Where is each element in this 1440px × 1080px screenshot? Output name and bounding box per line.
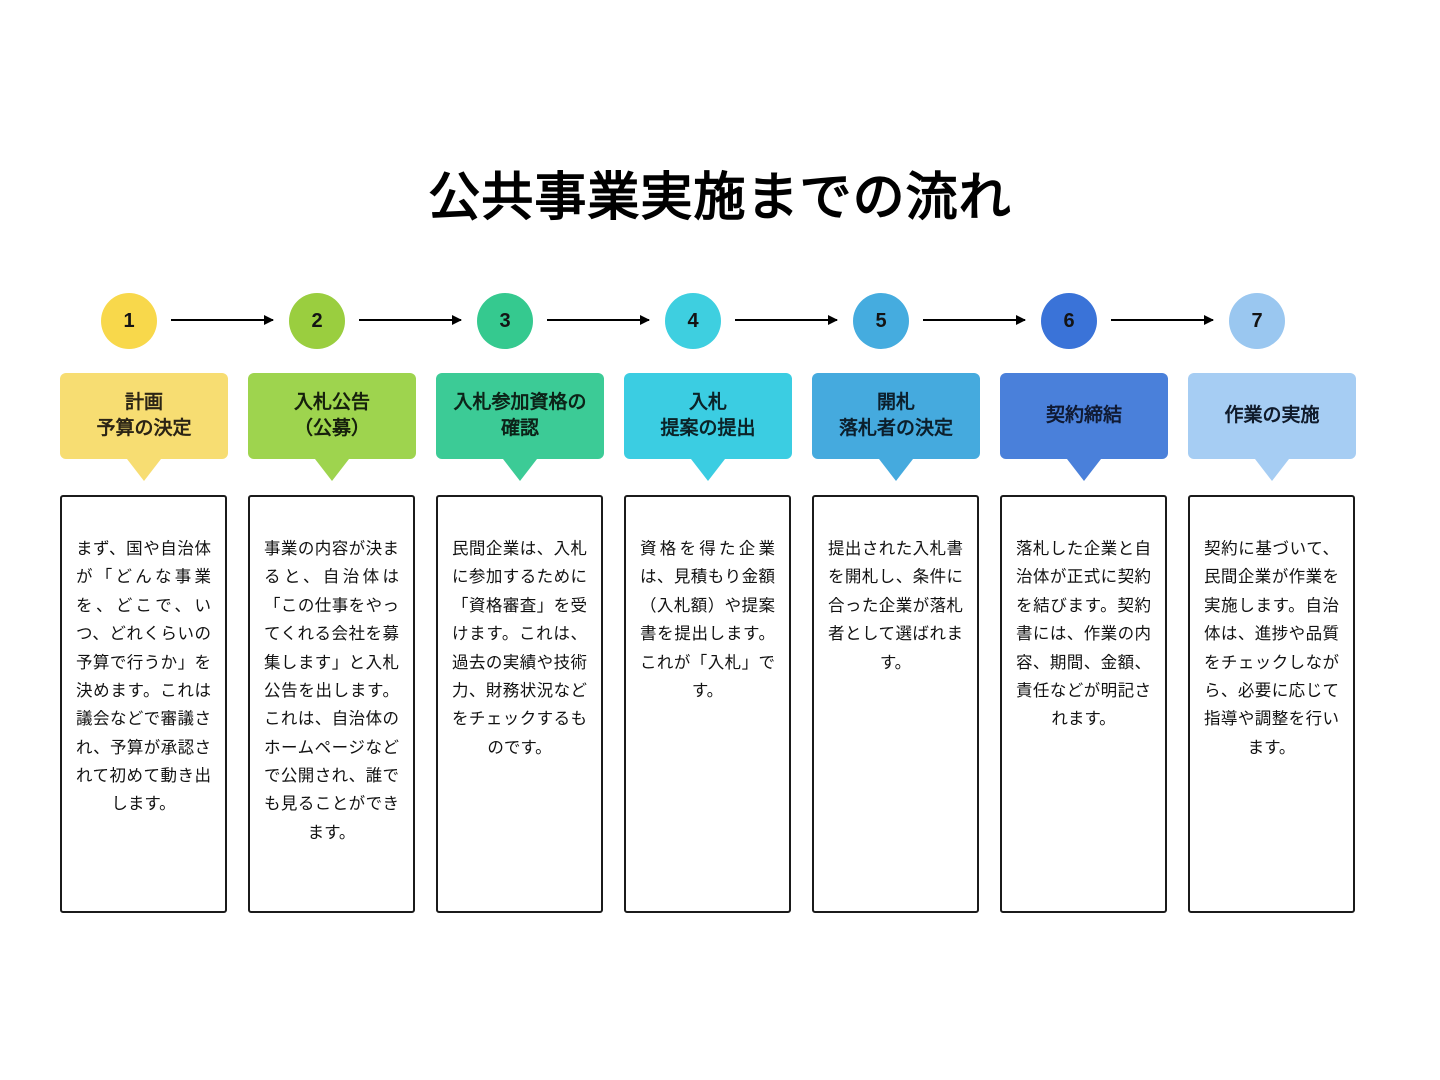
process-flow-diagram: 1 計画予算の決定まず、国や自治体が「どんな事業を、どこで、いつ、どれくらいの予算…	[60, 290, 1380, 930]
banner-label-line: 予算の決定	[96, 418, 192, 439]
banner-label-line: 開札	[876, 392, 915, 414]
step-description-box-6: 落札した企業と自治体が正式に契約を結びます。契約書には、作業の内容、期間、金額、…	[1000, 495, 1167, 913]
step-circle-wrapper: 4	[624, 290, 812, 352]
step-description-box-2: 事業の内容が決まると、自治体は「この仕事をやってくれる会社を募集します」と入札公…	[248, 495, 415, 913]
step-circle-wrapper: 6	[1000, 290, 1188, 352]
step-banner-7[interactable]: 作業の実施	[1188, 373, 1356, 481]
step-banner-label: 入札公告 （公募）	[294, 390, 370, 441]
step-banner-label: 入札参加資格の確認	[453, 390, 586, 441]
step-number-circle[interactable]: 6	[1041, 293, 1097, 349]
banner-pointer-tail-icon	[127, 459, 161, 481]
step-banner-label: 作業の実施	[1224, 403, 1319, 429]
step-number-circle[interactable]: 1	[101, 293, 157, 349]
step-banner-label: 開札落札者の決定	[839, 390, 953, 441]
banner-label-line: 提案の提出	[660, 418, 756, 439]
banner-pointer-tail-icon	[879, 459, 913, 481]
step-number-circle[interactable]: 5	[853, 293, 909, 349]
step-banner-6[interactable]: 契約締結	[1000, 373, 1168, 481]
banner-pointer-tail-icon	[315, 459, 349, 481]
step-number-circle[interactable]: 4	[665, 293, 721, 349]
step-banner-1[interactable]: 計画予算の決定	[60, 373, 228, 481]
step-banner-label: 計画予算の決定	[96, 390, 191, 441]
page-title: 公共事業実施までの流れ	[428, 168, 1012, 227]
flow-arrow-icon	[547, 315, 650, 325]
step-description-box-4: 資格を得た企業は、見積もり金額（入札額）や提案書を提出します。これが「入札」です…	[624, 495, 791, 913]
flow-arrow-icon	[735, 315, 838, 325]
banner-label-line: 作業の実施	[1224, 405, 1320, 427]
step-circle-wrapper: 2	[248, 290, 436, 352]
step-description-box-5: 提出された入札書を開札し、条件に合った企業が落札者として選ばれます。	[812, 495, 979, 913]
step-banner-3[interactable]: 入札参加資格の確認	[436, 373, 604, 481]
step-banner-4[interactable]: 入札提案の提出	[624, 373, 792, 481]
step-number-circle[interactable]: 3	[477, 293, 533, 349]
step-description-box-1: まず、国や自治体が「どんな事業を、どこで、いつ、どれくらいの予算で行うか」を決め…	[60, 495, 227, 913]
step-number-circle[interactable]: 7	[1229, 293, 1285, 349]
banner-label-line: 確認	[500, 418, 539, 439]
flow-arrow-icon	[359, 315, 462, 325]
step-number-circle[interactable]: 2	[289, 293, 345, 349]
step-circle-wrapper: 3	[436, 290, 624, 352]
step-description-box-3: 民間企業は、入札に参加するために「資格審査」を受けます。これは、過去の実績や技術…	[436, 495, 603, 913]
flow-arrow-icon	[923, 315, 1026, 325]
step-banner-label: 入札提案の提出	[660, 390, 755, 441]
banner-label-line: 契約締結	[1045, 405, 1122, 427]
step-banner-label: 契約締結	[1046, 403, 1122, 429]
flow-arrow-icon	[1111, 315, 1214, 325]
banner-pointer-tail-icon	[1255, 459, 1289, 481]
flow-arrow-icon	[171, 315, 274, 325]
banner-label-line: 入札	[688, 392, 727, 414]
banner-label-line: 入札公告	[293, 392, 370, 414]
step-circle-wrapper: 1	[60, 290, 248, 352]
step-circle-wrapper: 5	[812, 290, 1000, 352]
banner-pointer-tail-icon	[1067, 459, 1101, 481]
step-banner-2[interactable]: 入札公告 （公募）	[248, 373, 416, 481]
step-banner-5[interactable]: 開札落札者の決定	[812, 373, 980, 481]
banner-pointer-tail-icon	[503, 459, 537, 481]
banner-label-line: （公募）	[293, 418, 370, 439]
step-circle-wrapper: 7	[1188, 290, 1376, 352]
step-description-box-7: 契約に基づいて、民間企業が作業を実施します。自治体は、進捗や品質をチェックしなが…	[1188, 495, 1355, 913]
banner-pointer-tail-icon	[691, 459, 725, 481]
banner-label-line: 計画	[124, 392, 163, 414]
banner-label-line: 落札者の決定	[838, 418, 953, 439]
banner-label-line: 入札参加資格の	[453, 392, 587, 414]
